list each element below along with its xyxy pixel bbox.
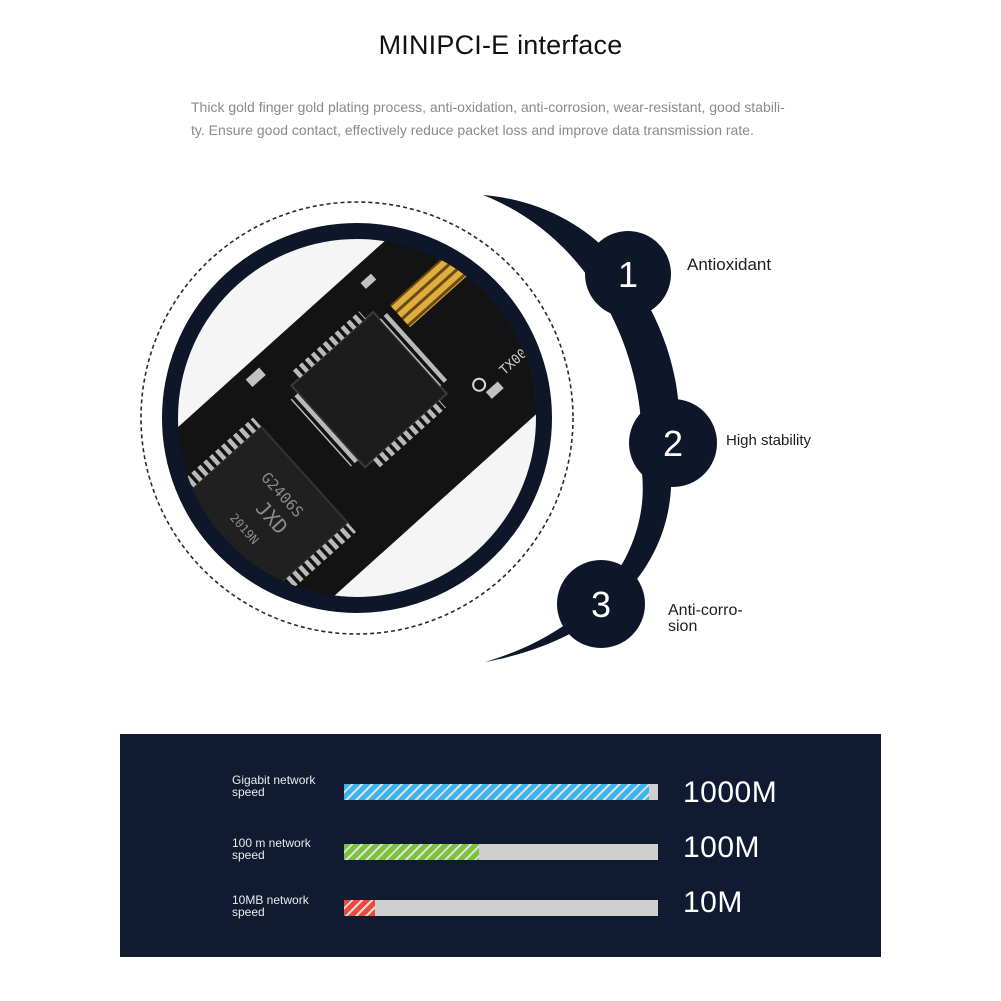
- speed-label-line: speed: [232, 905, 265, 919]
- speed-row-10m: 10MB network speed 10M: [120, 888, 881, 934]
- page-title: MINIPCI-E interface: [378, 30, 623, 60]
- product-illustration: JXD G2406S 2019N TX009_A 1 2 3: [140, 195, 717, 662]
- feature-label-line: sion: [668, 618, 698, 635]
- speed-label-line: speed: [232, 785, 265, 799]
- speed-label-line: 100 m network: [232, 836, 311, 850]
- speed-row-gigabit: Gigabit network speed 1000M: [120, 774, 881, 814]
- speed-bar-fill: [344, 900, 376, 916]
- speed-value: 1000M: [683, 776, 778, 809]
- speed-value: 10M: [683, 886, 743, 919]
- feature-2-label: High stability: [726, 433, 811, 449]
- description-line: Thick gold finger gold plating process, …: [191, 99, 785, 115]
- speed-label-line: speed: [232, 848, 265, 862]
- board-closeup: JXD G2406S 2019N TX009_A: [170, 231, 544, 605]
- speed-bar-fill: [344, 784, 649, 800]
- feature-3-number: 3: [591, 584, 611, 625]
- feature-2-badge: 2: [629, 399, 717, 487]
- speed-value: 100M: [683, 831, 761, 864]
- speed-row-100m: 100 m network speed 100M: [120, 833, 881, 877]
- lens-ring: [162, 223, 552, 613]
- speed-label-line: Gigabit network: [232, 773, 316, 787]
- description-line: ty. Ensure good contact, effectively red…: [191, 122, 754, 138]
- dashed-ring: [140, 201, 574, 635]
- feature-1-number: 1: [618, 254, 638, 295]
- speed-comparison-panel: Gigabit network speed 1000M 100 m networ…: [120, 734, 881, 957]
- speed-bar-track: [344, 900, 658, 916]
- feature-3-label: Anti-corro- sion: [668, 603, 743, 635]
- feature-label-line: High stability: [726, 432, 812, 449]
- feature-3-badge: 3: [557, 560, 645, 648]
- speed-label: Gigabit network speed: [232, 774, 332, 798]
- speed-label: 100 m network speed: [232, 837, 332, 861]
- speed-bar-fill: [344, 844, 480, 860]
- feature-label-line: Anti-corro-: [668, 602, 743, 619]
- feature-1-badge: 1: [585, 231, 671, 317]
- description: Thick gold finger gold plating process, …: [191, 96, 801, 142]
- speed-label: 10MB network speed: [232, 894, 332, 918]
- speed-bar-track: [344, 784, 658, 800]
- speed-label-line: 10MB network: [232, 893, 309, 907]
- feature-2-number: 2: [663, 423, 683, 464]
- feature-1-label: Antioxidant: [687, 255, 772, 274]
- speed-bar-track: [344, 844, 658, 860]
- feature-label-line: Antioxidant: [687, 255, 772, 274]
